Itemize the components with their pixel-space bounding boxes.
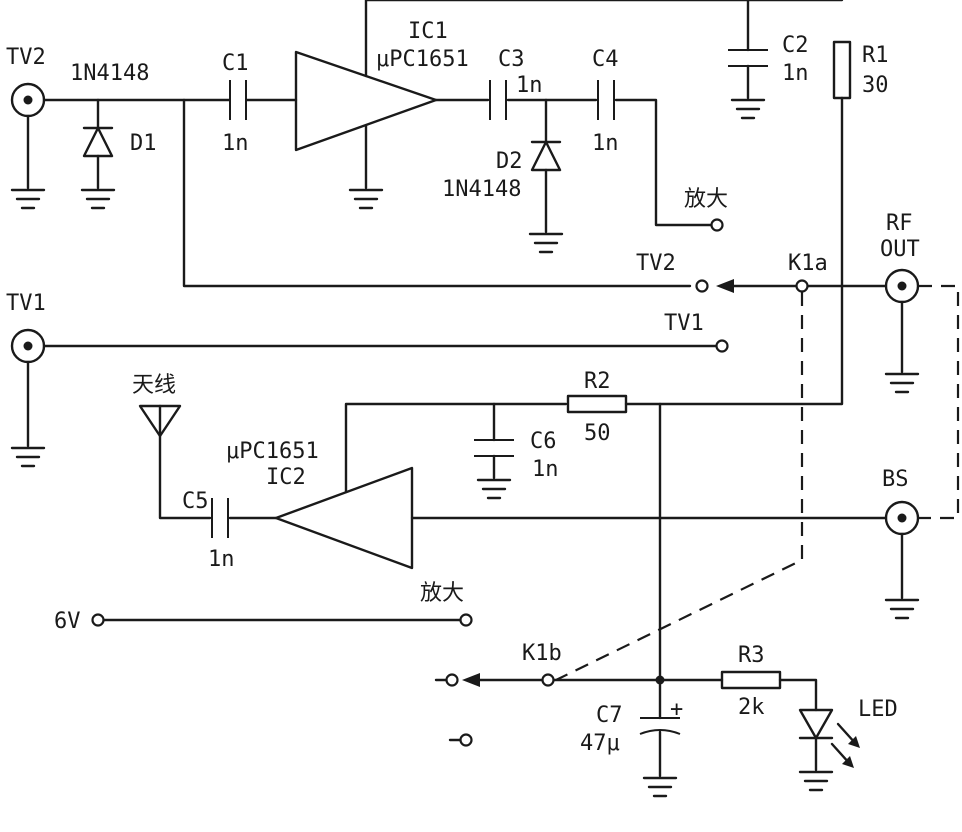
label-rf-out-2: OUT xyxy=(880,237,920,262)
label-k1a: K1a xyxy=(788,251,828,276)
switch-k1b-contact-1[interactable] xyxy=(445,673,459,687)
label-ic1-part: μPC1651 xyxy=(376,47,469,72)
label-c4-value: 1n xyxy=(592,131,619,156)
label-ic2-part: μPC1651 xyxy=(226,439,319,464)
amplifier-ic2 xyxy=(274,402,568,570)
terminal-6v[interactable] xyxy=(91,613,105,627)
bs-jack xyxy=(884,500,920,600)
diode-d2 xyxy=(530,98,562,234)
rf-out-jack xyxy=(884,268,920,374)
switch-k1b-arrow xyxy=(462,673,480,687)
label-c6-value: 1n xyxy=(532,457,559,482)
switch-k1a-tv2-contact[interactable] xyxy=(695,279,709,293)
label-c2-ref: C2 xyxy=(782,33,809,58)
label-c6-ref: C6 xyxy=(530,429,557,454)
terminal-amp-out-top[interactable] xyxy=(710,218,724,232)
resistor-r1 xyxy=(624,40,852,406)
label-c7-value: 47μ xyxy=(580,731,620,756)
capacitor-c2 xyxy=(728,0,768,100)
ground-symbol xyxy=(884,598,920,620)
ground-symbol xyxy=(10,446,46,468)
label-r2-ref: R2 xyxy=(584,369,611,394)
label-r2-value: 50 xyxy=(584,421,611,446)
label-r1-ref: R1 xyxy=(862,43,889,68)
ground-symbol xyxy=(10,188,46,210)
label-r3-ref: R3 xyxy=(738,643,765,668)
switch-k1b-contact-2[interactable] xyxy=(459,733,473,747)
led-symbol xyxy=(798,708,860,772)
rf-bs-link xyxy=(918,284,960,520)
capacitor-c5 xyxy=(211,498,229,538)
switch-k1b-common[interactable] xyxy=(541,673,555,687)
junction-dot xyxy=(655,675,665,685)
label-c4-ref: C4 xyxy=(592,47,619,72)
amplifier-ic1 xyxy=(294,0,844,190)
label-tv2-input: TV2 xyxy=(6,45,46,70)
label-c3-value: 1n xyxy=(516,73,543,98)
ground-symbol xyxy=(730,98,766,120)
switch-k1a-tv1-contact[interactable] xyxy=(715,339,729,353)
diode-d1 xyxy=(82,98,114,190)
label-c7-plus: + xyxy=(670,697,683,722)
capacitor-c4 xyxy=(597,80,615,120)
ground-symbol xyxy=(476,478,512,500)
switch-linkage xyxy=(555,292,804,681)
ground-symbol xyxy=(798,770,834,792)
label-c7-ref: C7 xyxy=(596,703,623,728)
label-tv1-input: TV1 xyxy=(6,291,46,316)
label-d2-ref: D2 xyxy=(496,149,523,174)
label-led: LED xyxy=(858,697,898,722)
resistor-r3 xyxy=(720,670,818,712)
label-amp-out-top: 放大 xyxy=(684,187,728,212)
ground-symbol xyxy=(884,372,920,394)
switch-k1a-common[interactable] xyxy=(795,279,809,293)
tv1-input-jack xyxy=(10,328,46,448)
wire-c4-out xyxy=(614,98,714,227)
antenna-symbol xyxy=(138,404,212,520)
label-c3-ref: C3 xyxy=(498,47,525,72)
label-d1-ref: D1 xyxy=(130,131,157,156)
label-ic2-ref: IC2 xyxy=(266,465,306,490)
label-6v: 6V xyxy=(54,609,81,634)
resistor-r2 xyxy=(566,394,628,414)
label-r1-value: 30 xyxy=(862,73,889,98)
label-antenna: 天线 xyxy=(132,373,176,398)
ground-symbol xyxy=(348,188,384,210)
label-ic1-ref: IC1 xyxy=(408,19,448,44)
wire-tv2-feed xyxy=(182,98,692,288)
capacitor-c3 xyxy=(489,80,507,120)
switch-k1a-arrow xyxy=(716,279,734,293)
label-c5-value: 1n xyxy=(208,547,235,572)
ground-symbol xyxy=(528,232,564,254)
label-k1b: K1b xyxy=(522,641,562,666)
label-amp-out-bottom: 放大 xyxy=(420,581,464,606)
terminal-amp-out-bottom[interactable] xyxy=(459,613,473,627)
label-bs: BS xyxy=(882,467,909,492)
label-r3-value: 2k xyxy=(738,695,765,720)
label-c1-value: 1n xyxy=(222,131,249,156)
ground-symbol xyxy=(80,188,116,210)
capacitor-c1 xyxy=(229,80,247,120)
label-d1-part: 1N4148 xyxy=(70,61,149,86)
label-tv1-contact: TV1 xyxy=(664,311,704,336)
label-rf-out-1: RF xyxy=(886,211,913,236)
label-d2-part: 1N4148 xyxy=(442,177,521,202)
capacitor-c7 xyxy=(639,717,681,778)
label-c1-ref: C1 xyxy=(222,51,249,76)
tv2-input-jack xyxy=(10,82,46,190)
label-c5-ref: C5 xyxy=(182,489,209,514)
ground-symbol xyxy=(642,776,678,798)
label-c2-value: 1n xyxy=(782,61,809,86)
label-tv2-contact: TV2 xyxy=(636,251,676,276)
capacitor-c6 xyxy=(474,402,514,480)
